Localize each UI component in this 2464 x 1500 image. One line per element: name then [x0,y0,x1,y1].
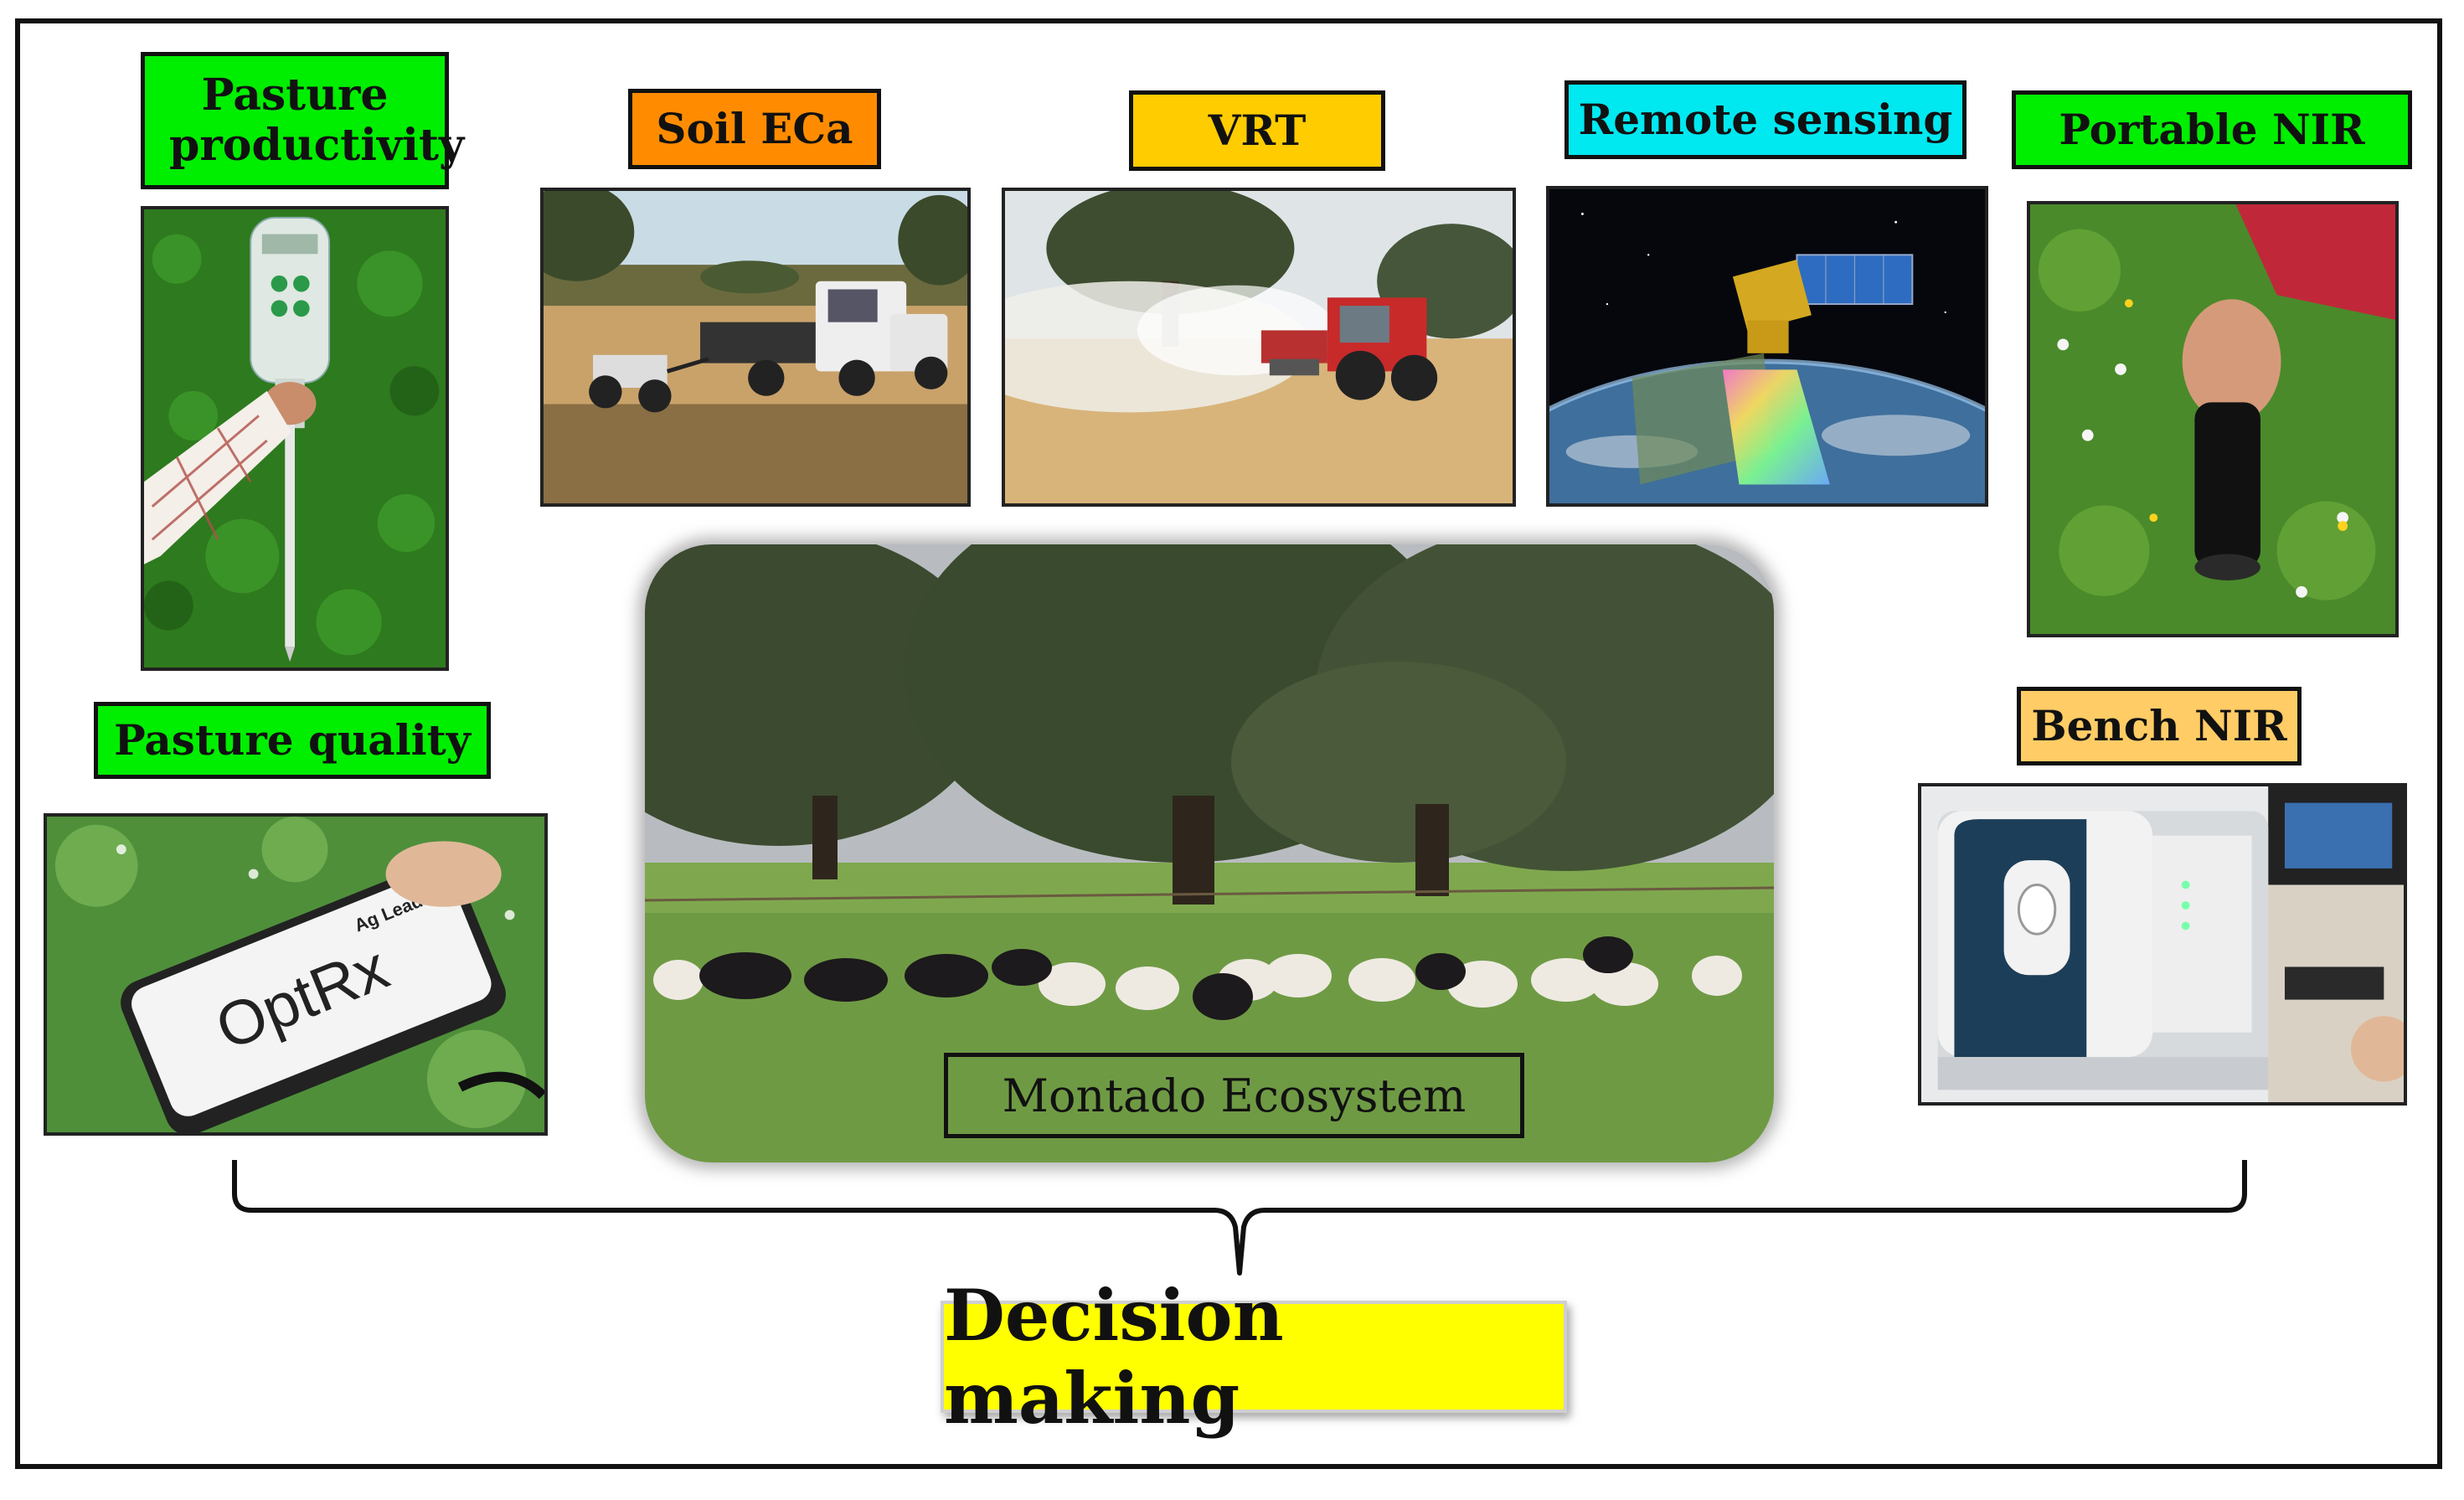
label-portable-nir: Portable NIR [2012,90,2412,169]
photo-portable-nir [2027,201,2399,637]
label-vrt-text: VRT [1208,106,1307,156]
label-vrt: VRT [1129,90,1385,171]
photo-grassmaster-probe [141,206,449,671]
label-bench-nir: Bench NIR [2017,687,2302,765]
label-montado-ecosystem: Montado Ecosystem [944,1053,1524,1138]
photo-montado-ecosystem [645,544,1774,1162]
label-remote-sensing-text: Remote sensing [1578,95,1953,145]
label-pasture-quality-text: Pasture quality [114,715,471,765]
photo-optrx-sensor: OptRx Ag Leader [44,813,548,1136]
label-pasture-quality: Pasture quality [94,702,491,779]
label-decision-making: Decision making [941,1274,1567,1440]
label-decision-making-text: Decision making [944,1274,1284,1440]
photo-satellite [1546,186,1988,507]
label-pasture-productivity: Pasture productivity [141,52,465,189]
curly-brace [232,1160,2247,1276]
label-soil-eca: Soil ECa [628,89,881,169]
label-montado-ecosystem-text: Montado Ecosystem [1002,1069,1467,1122]
label-remote-sensing: Remote sensing [1564,80,1967,159]
label-pasture-productivity-text: Pasture productivity [169,70,465,171]
label-portable-nir-text: Portable NIR [2059,105,2365,155]
label-soil-eca-text: Soil ECa [656,104,853,154]
photo-vrt-tractor [1002,188,1516,507]
photo-bench-nir [1918,783,2407,1106]
photo-soil-eca-truck [540,188,971,507]
diagram-frame [15,18,2442,1469]
label-bench-nir-text: Bench NIR [2031,701,2287,751]
